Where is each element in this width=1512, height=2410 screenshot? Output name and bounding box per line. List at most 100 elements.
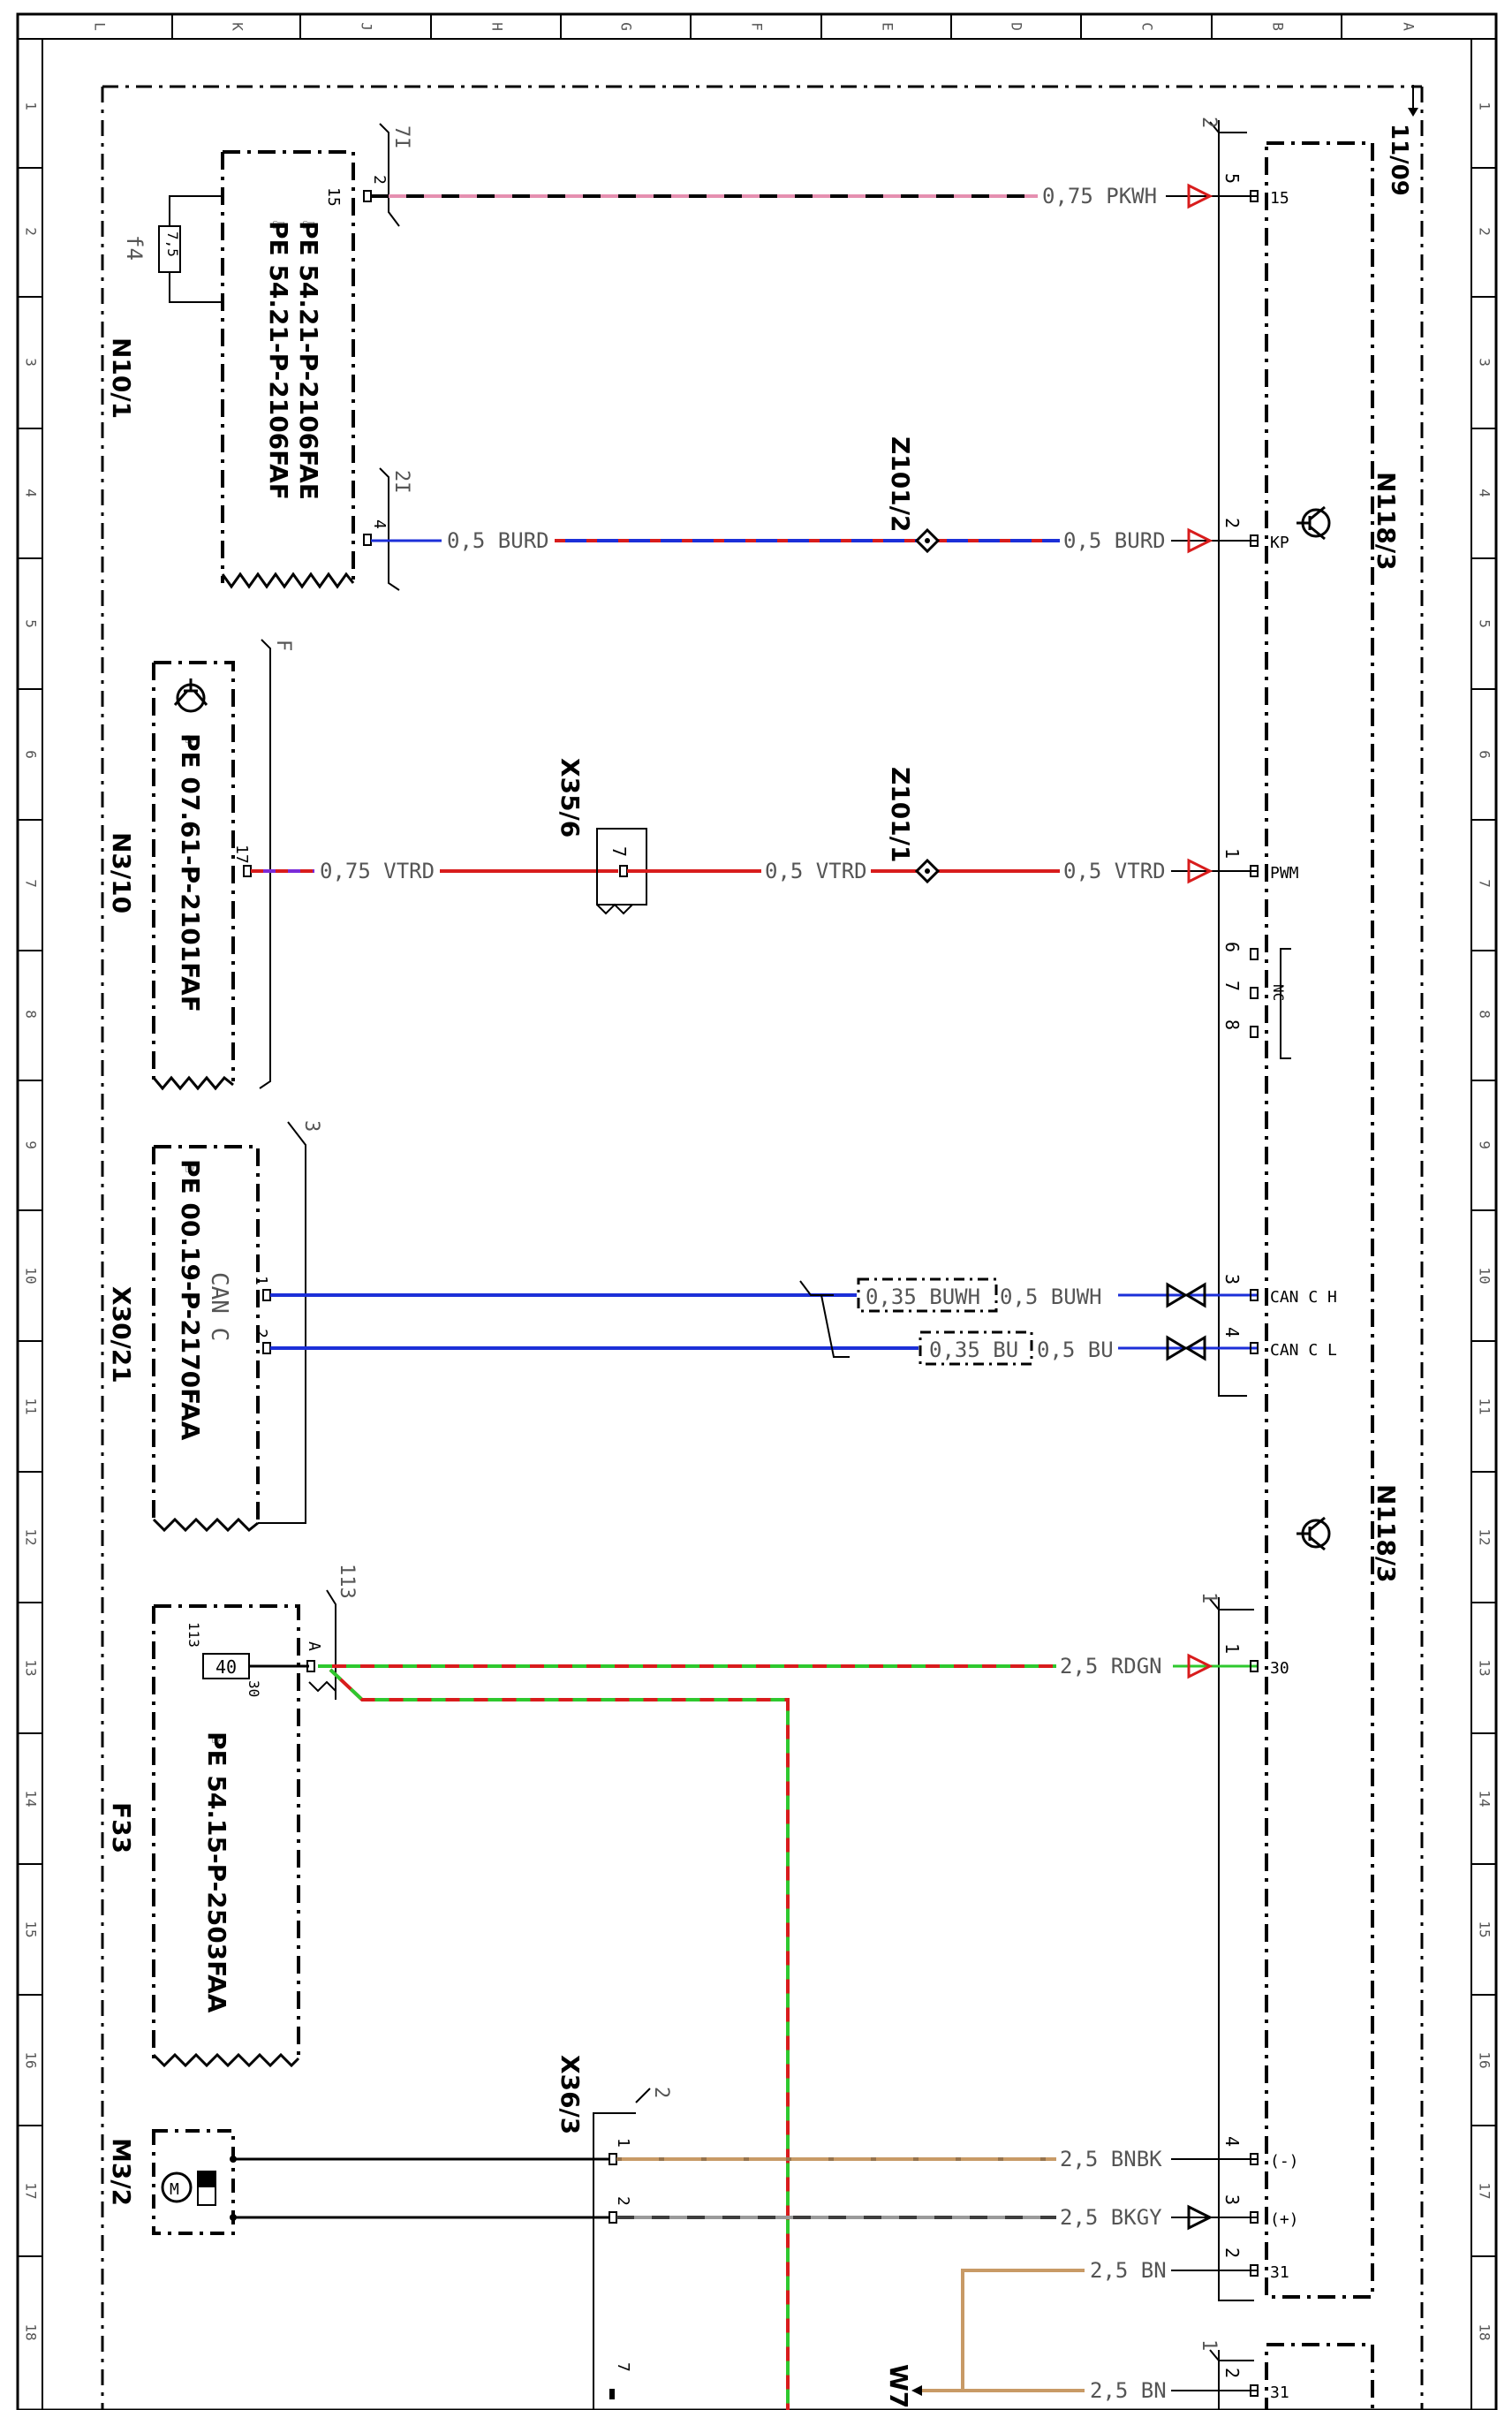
pin-label: 113 xyxy=(185,1622,202,1648)
row-label: 4 xyxy=(1477,489,1493,497)
component-f33: 113 F33 PE 54.15-P-2503FAA ☞ 40 113 30 A xyxy=(107,1564,358,2068)
pe-ref: PE 54.15-P-2503FAA xyxy=(202,1732,231,2013)
transistor-icon xyxy=(173,678,208,713)
bus-label: CAN C xyxy=(206,1272,232,1341)
row-label: 16 xyxy=(23,2051,40,2068)
col-label: H xyxy=(489,22,506,31)
row-label: 4 xyxy=(23,489,40,497)
pin-label: 7 xyxy=(609,846,630,857)
row-label: 10 xyxy=(23,1267,40,1284)
col-label: E xyxy=(880,22,896,31)
hand-icon: ☞ xyxy=(185,1158,197,1180)
wire-minus: 2,5 BNBK 4 (-) xyxy=(616,2136,1299,2171)
wire-label: 2,5 BN xyxy=(1090,2378,1167,2403)
pin-label: 8 xyxy=(1221,1019,1243,1030)
row-label: 1 xyxy=(23,102,40,110)
row-label: 13 xyxy=(23,1659,40,1676)
row-label: 14 xyxy=(1477,1790,1493,1807)
plug-icon xyxy=(1187,527,1213,554)
wire-31-a: 2,5 BN 2 31 xyxy=(919,2247,1289,2392)
pin-label: 1 xyxy=(1221,848,1243,859)
component-id: W7 xyxy=(884,2364,913,2408)
nc-pins: 6 7 8 NC xyxy=(1221,942,1291,1059)
terminal-label: 15 xyxy=(1270,189,1289,208)
row-label: 5 xyxy=(1477,619,1493,628)
component-id: M3/2 xyxy=(107,2138,136,2206)
connector-label: 2 xyxy=(650,2087,672,2098)
wire-pwm: 0,75 VTRD 7 X35/6 0,5 VTRD Z101/1 0,5 VT… xyxy=(251,758,1299,915)
drawing-frame xyxy=(16,12,1498,2410)
col-label: K xyxy=(230,22,246,31)
pin-label: 30 xyxy=(246,1680,262,1697)
row-label: 14 xyxy=(23,1790,40,1807)
row-label: 11 xyxy=(1477,1398,1493,1414)
pin-icon xyxy=(1250,190,1259,202)
pin-icon xyxy=(619,865,628,877)
component-id: X36/3 xyxy=(556,2055,585,2134)
row-label: 9 xyxy=(23,1141,40,1149)
col-label: F xyxy=(749,22,766,31)
row-label: 3 xyxy=(23,358,40,367)
terminal-label: 31 xyxy=(1270,2263,1289,2282)
pin-label: 4 xyxy=(1221,2136,1243,2147)
connector-label: 2I xyxy=(390,470,412,494)
component-id: N118/3 xyxy=(1372,1484,1401,1583)
column-labels: L K J H G F E D C B A xyxy=(92,22,1418,31)
terminal-label: 30 xyxy=(1270,1659,1289,1678)
plug-icon xyxy=(1187,1653,1213,1679)
pin-icon xyxy=(1250,2264,1259,2277)
pin-label: 1 xyxy=(614,2138,632,2148)
wire-label: 0,75 PKWH xyxy=(1042,184,1157,208)
pe-ref: PE 54.21-P-2106FAE xyxy=(294,221,323,500)
pin-label: 4 xyxy=(370,519,389,529)
pin-icon xyxy=(1250,865,1259,877)
col-label: A xyxy=(1401,22,1418,31)
plug-icon xyxy=(1187,858,1213,884)
row-label: 2 xyxy=(1477,227,1493,236)
motor-icon: M xyxy=(170,2180,179,2199)
component-x30-21: 3 X30/21 PE 00.19-P-2170FAA ☞ CAN C 1 2 xyxy=(107,1120,322,1533)
pin-label: 6 xyxy=(1221,942,1243,952)
wire-label: 2,5 BNBK xyxy=(1060,2147,1162,2171)
row-label: 6 xyxy=(1477,750,1493,759)
wire-label: 2,5 BN xyxy=(1090,2258,1167,2283)
transistor-icon xyxy=(1297,505,1331,541)
row-label: 13 xyxy=(1477,1659,1493,1676)
row-label: 3 xyxy=(1477,358,1493,367)
wire-label: 2,5 BKGY xyxy=(1060,2205,1162,2230)
terminal-label: 31 xyxy=(1270,2383,1289,2402)
connector-label: 7I xyxy=(390,125,412,149)
pin-icon xyxy=(1250,1026,1259,1038)
wire-plus: 2,5 BKGY 3 (+) xyxy=(616,2194,1299,2231)
dashdot-boundary xyxy=(101,85,1424,2410)
wire-can-h: 0,35 BUWH 0,5 BUWH 3 CAN C H xyxy=(270,1274,1337,1313)
row-label: 18 xyxy=(23,2323,40,2340)
col-label: D xyxy=(1009,22,1025,31)
terminal-label: PWM xyxy=(1270,864,1299,883)
row-label: 15 xyxy=(1477,1921,1493,1937)
pin-icon xyxy=(609,2211,617,2224)
plug-icon xyxy=(1187,2204,1213,2231)
pe-ref: PE 07.61-P-2101FAF xyxy=(176,733,205,1012)
row-label: 18 xyxy=(1477,2323,1493,2340)
component-n3-10: F N3/10 PE 07.61-P-2101FAF ☞ 17 xyxy=(107,639,294,1091)
hand-icon: ☞ xyxy=(273,215,284,237)
col-label: B xyxy=(1270,22,1287,31)
row-label: 7 xyxy=(1477,879,1493,888)
hand-icon: ☞ xyxy=(303,215,314,237)
pin-label: 15 xyxy=(324,187,343,207)
pin-label: 7 xyxy=(614,2362,632,2372)
pin-label: A xyxy=(305,1641,323,1651)
fuse-value: 40 xyxy=(215,1656,237,1678)
pin-icon xyxy=(262,1342,271,1354)
pin-icon xyxy=(1250,2384,1259,2397)
wire-box xyxy=(919,1330,1033,1366)
row-label: 8 xyxy=(23,1010,40,1019)
fuse-value: 7,5 xyxy=(164,231,181,257)
pin-label: 17 xyxy=(232,845,251,864)
pin-label: 7 xyxy=(1221,981,1243,991)
pin-label: 2 xyxy=(1221,2368,1243,2378)
pin-label: 2 xyxy=(1221,518,1243,528)
pin-icon xyxy=(1250,1660,1259,1672)
row-ticks xyxy=(18,167,1496,2257)
